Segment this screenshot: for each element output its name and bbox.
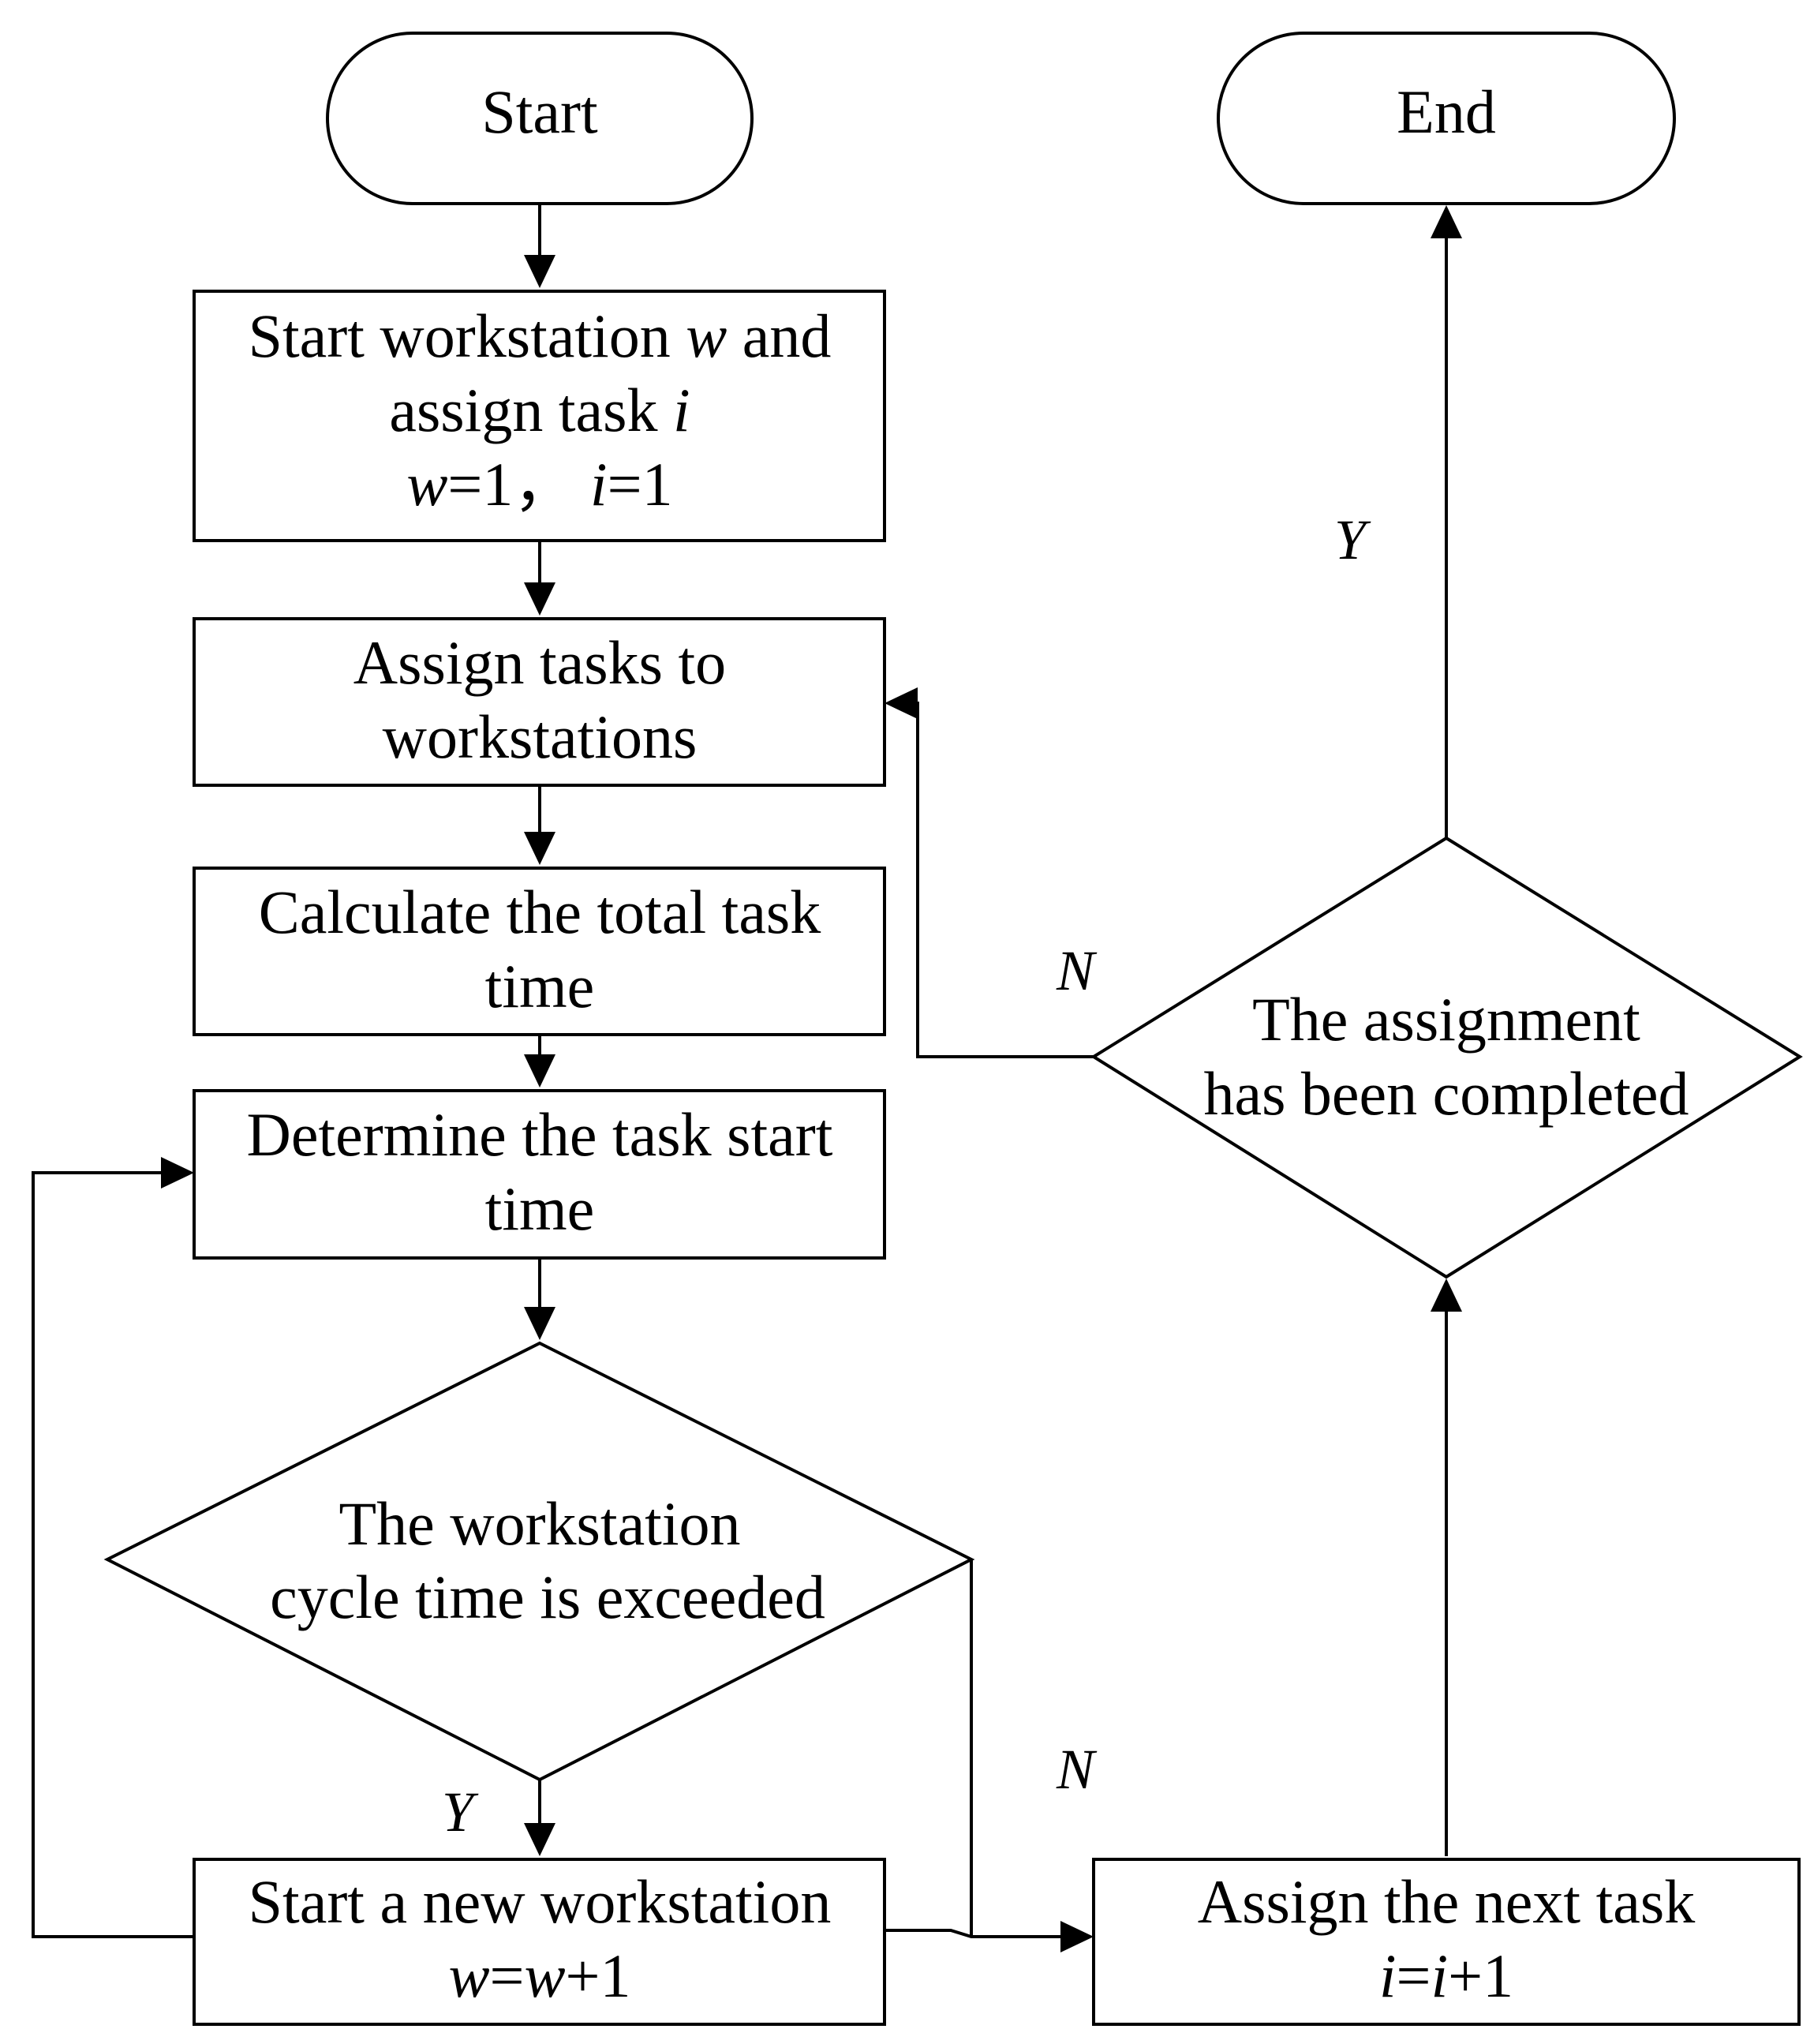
- start-terminal: Start: [326, 32, 754, 205]
- start-workstation-line2: assign task i: [389, 376, 690, 444]
- arrowhead: [524, 255, 555, 288]
- arrowhead: [1431, 1278, 1462, 1312]
- determine-start-line1: Determine the task start: [247, 1100, 833, 1169]
- calculate-total-box: Calculate the total task time: [193, 867, 886, 1036]
- arrowhead: [524, 1823, 555, 1856]
- connectors: [32, 204, 1462, 1952]
- edge-new-ws-loop-to-determine: [32, 1171, 194, 1938]
- calculate-total-line2: time: [485, 952, 595, 1020]
- completed-decision-line1: The assignment: [1252, 985, 1640, 1054]
- new-workstation-line2: w=w+1: [448, 1941, 630, 2010]
- label-cycle-no: N: [1056, 1738, 1098, 1801]
- cycle-decision-line1: The workstation: [338, 1489, 740, 1558]
- arrowhead: [524, 1307, 555, 1340]
- assign-tasks-line2: workstations: [383, 702, 698, 771]
- label-completed-no: N: [1056, 939, 1098, 1002]
- start-workstation-box: Start workstation w and assign task i w=…: [193, 290, 886, 542]
- edge-to-next-task: [885, 1929, 1062, 1938]
- calculate-total-line1: Calculate the total task: [259, 878, 821, 946]
- label-cycle-yes: Y: [442, 1780, 479, 1844]
- next-task-line1: Assign the next task: [1198, 1867, 1695, 1936]
- completed-decision-line2: has been completed: [1203, 1059, 1689, 1128]
- arrowhead: [1060, 1921, 1094, 1952]
- completed-decision: The assignment has been completed: [1090, 836, 1803, 1279]
- determine-start-box: Determine the task start time: [193, 1089, 886, 1260]
- assign-tasks-box: Assign tasks to workstations: [193, 617, 886, 787]
- end-terminal: End: [1217, 32, 1676, 205]
- arrowhead: [524, 832, 555, 865]
- cycle-time-decision: The workstation cycle time is exceeded: [103, 1341, 975, 1782]
- arrowhead: [1431, 205, 1462, 238]
- edge-completed-no-to-assign: [915, 702, 1094, 1058]
- edge-labels: Y N Y N: [442, 508, 1371, 1844]
- new-workstation-line1: Start a new workstation: [249, 1867, 832, 1936]
- arrowhead: [524, 1054, 555, 1088]
- arrowhead: [161, 1157, 194, 1189]
- cycle-decision-line2: cycle time is exceeded: [270, 1563, 825, 1631]
- next-task-box: Assign the next task i=i+1: [1092, 1858, 1801, 2026]
- end-label: End: [1397, 77, 1496, 146]
- arrowhead: [885, 687, 918, 719]
- start-label: Start: [481, 77, 598, 146]
- start-workstation-line3: w=1， i=1: [406, 450, 672, 518]
- label-completed-yes: Y: [1334, 508, 1371, 571]
- new-workstation-box: Start a new workstation w=w+1: [193, 1858, 886, 2026]
- assign-tasks-line1: Assign tasks to: [353, 628, 726, 697]
- arrowhead: [524, 582, 555, 616]
- determine-start-line2: time: [485, 1174, 595, 1243]
- start-workstation-line1: Start workstation w and: [249, 301, 832, 370]
- next-task-line2: i=i+1: [1379, 1941, 1513, 2010]
